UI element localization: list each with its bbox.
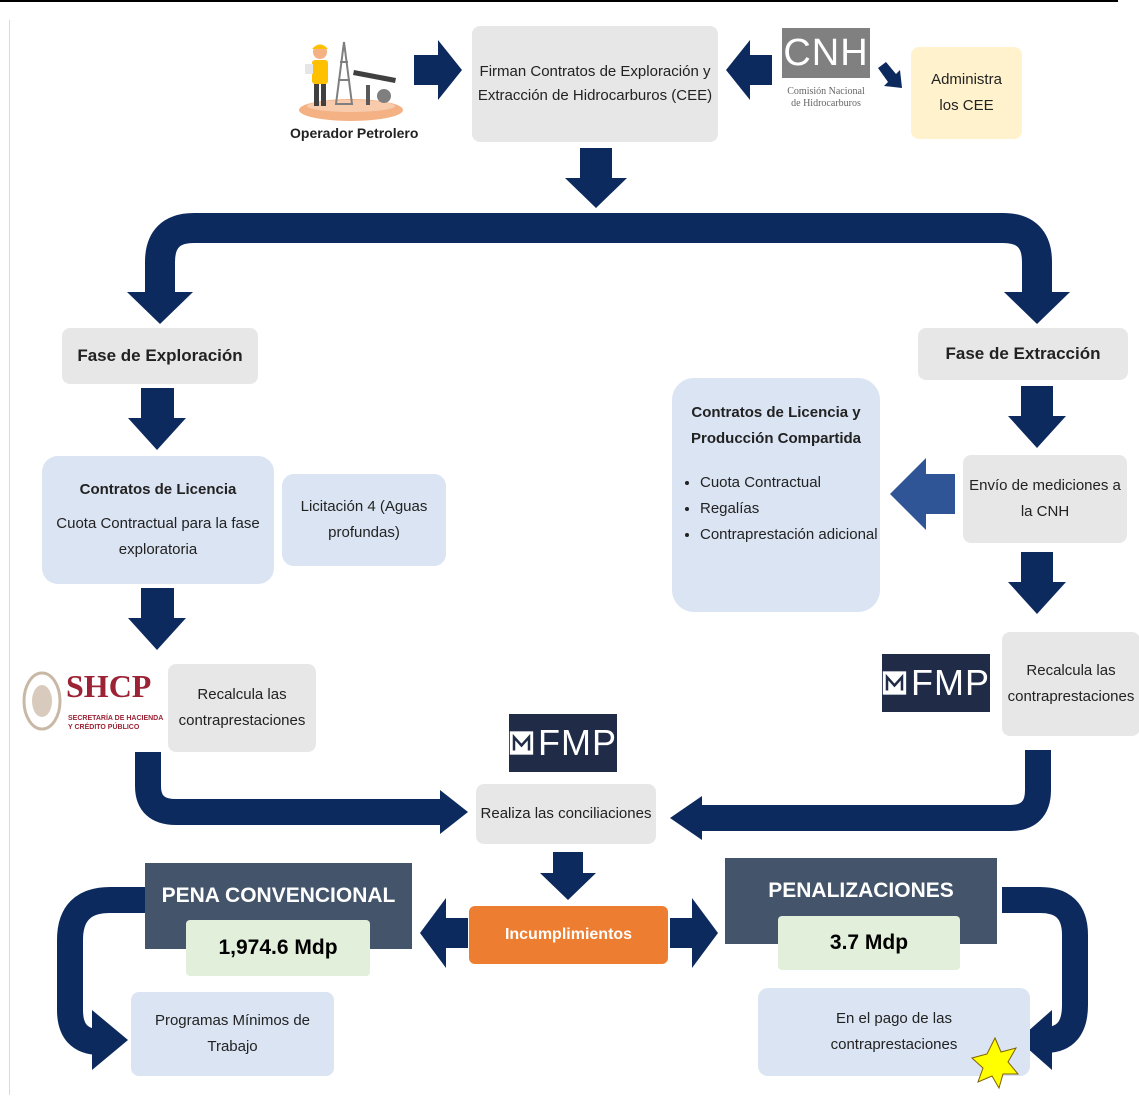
contratos-lpc-box: Contratos de Licencia y Producción Compa…	[672, 378, 880, 612]
fmp-right-text: FMP	[911, 662, 990, 703]
operator-label: Operador Petrolero	[290, 125, 419, 141]
penalizaciones-arrowhead	[1018, 1010, 1052, 1070]
penalizaciones-amount-box: 3.7 Mdp	[778, 916, 960, 970]
fase-exploracion-box: Fase de Exploración	[62, 328, 258, 384]
programas-box: Programas Mínimos de Trabajo	[131, 992, 334, 1076]
right-merge-arrowhead	[670, 796, 702, 840]
recalcula-right-line-2: contraprestaciones	[1007, 688, 1135, 705]
top-rule	[0, 0, 1118, 2]
pena-amount-box: 1,974.6 Mdp	[186, 920, 370, 976]
firman-contratos-box: Firman Contratos de Exploración y Extrac…	[472, 26, 718, 142]
left-merge-arrowhead	[440, 790, 468, 834]
envio-line-2: la CNH	[1020, 503, 1070, 520]
arrow-envio-to-lpc	[890, 458, 955, 530]
licitacion-line-2: profundas)	[328, 524, 400, 541]
arrow-operator-to-firman	[414, 40, 462, 100]
fmp-logo-icon	[882, 671, 907, 695]
arrow-firman-down	[565, 148, 627, 208]
contratos-licencia-line-2: exploratoria	[118, 541, 198, 558]
list-item: Cuota Contractual	[700, 470, 880, 496]
envio-mediciones-box: Envío de mediciones a la CNH	[963, 455, 1127, 543]
contratos-licencia-box: Contratos de Licencia Cuota Contractual …	[42, 456, 274, 584]
left-rule	[9, 20, 10, 1095]
cnh-logo: CNH Comisión Nacional de Hidrocarburos	[782, 28, 870, 124]
split-arrowhead-left	[127, 292, 193, 324]
pago-line-2: contraprestaciones	[830, 1036, 958, 1053]
arrow-cnh-to-firman	[726, 40, 772, 100]
contratos-licencia-line-1: Cuota Contractual para la fase	[56, 515, 260, 532]
penalizaciones-title: PENALIZACIONES	[768, 879, 954, 902]
fase-extraccion-box: Fase de Extracción	[918, 328, 1128, 380]
firman-line-2: Extracción de Hidrocarburos (CEE)	[477, 87, 713, 104]
recalcula-left-line-1: Recalcula las	[197, 686, 287, 703]
conciliaciones-box: Realiza las conciliaciones	[476, 784, 656, 844]
penalizaciones-amount: 3.7 Mdp	[829, 931, 909, 954]
fmp-center-text: FMP	[538, 722, 617, 763]
left-merge-curve	[135, 752, 446, 825]
fase-extraccion-label: Fase de Extracción	[945, 344, 1101, 363]
arrow-extraccion-down	[1008, 386, 1066, 448]
administra-box: Administra los CEE	[911, 47, 1022, 139]
arrow-cnh-to-administra	[878, 62, 902, 88]
pena-title: PENA CONVENCIONAL	[161, 884, 396, 907]
penalizaciones-curve	[1002, 887, 1088, 1053]
envio-line-1: Envío de mediciones a	[969, 477, 1121, 494]
recalcula-right-box: Recalcula las contraprestaciones	[1002, 632, 1139, 736]
incumplimientos-label: Incumplimientos	[504, 926, 633, 943]
licitacion-line-1: Licitación 4 (Aguas	[300, 498, 428, 515]
recalcula-left-box: Recalcula las contraprestaciones	[168, 664, 316, 752]
programas-line-2: Trabajo	[207, 1038, 258, 1055]
licitacion-box: Licitación 4 (Aguas profundas)	[282, 474, 446, 566]
recalcula-right-line-1: Recalcula las	[1026, 662, 1116, 679]
shcp-sub-2: Y CRÉDITO PÚBLICO	[68, 724, 140, 731]
firman-line-1: Firman Contratos de Exploración y	[479, 63, 711, 80]
list-item: Regalías	[700, 496, 880, 522]
arrow-exploracion-down	[128, 388, 186, 450]
programas-line-1: Programas Mínimos de	[154, 1012, 311, 1029]
pago-line-1: En el pago de las	[836, 1010, 952, 1027]
fmp-logo-center: FMP	[509, 714, 617, 772]
contratos-lpc-title-1: Contratos de Licencia y	[691, 404, 861, 421]
shcp-logo: SHCP SECRETARÍA DE HACIENDA Y CRÉDITO PÚ…	[22, 664, 170, 744]
contratos-licencia-title: Contratos de Licencia	[79, 481, 237, 498]
conciliaciones-label: Realiza las conciliaciones	[480, 805, 652, 822]
pena-arrowhead	[92, 1010, 128, 1070]
fase-exploracion-label: Fase de Exploración	[77, 346, 243, 365]
cnh-sub-1: Comisión Nacional	[787, 86, 865, 97]
arrow-envio-down	[1008, 552, 1066, 614]
contratos-lpc-list: Cuota Contractual Regalías Contraprestac…	[672, 470, 880, 548]
arrow-incumplimientos-right	[670, 898, 718, 968]
right-merge-curve	[696, 750, 1051, 831]
cnh-logo-text: CNH	[782, 28, 870, 78]
recalcula-left-line-2: contraprestaciones	[178, 712, 306, 729]
administra-line-2: los CEE	[939, 97, 994, 114]
pena-curve	[57, 887, 145, 1055]
contratos-lpc-title-2: Producción Compartida	[690, 430, 862, 447]
arrow-licencia-down	[128, 588, 186, 650]
split-curve	[145, 213, 1052, 298]
arrow-conciliaciones-down	[540, 852, 596, 900]
star-icon	[970, 1036, 1020, 1090]
cnh-sub-2: de Hidrocarburos	[791, 98, 861, 109]
shcp-sub-1: SECRETARÍA DE HACIENDA	[68, 715, 164, 722]
list-item: Contraprestación adicional	[700, 522, 880, 548]
oil-worker-pumpjack-icon	[299, 41, 403, 121]
incumplimientos-box: Incumplimientos	[469, 906, 668, 964]
split-arrowhead-right	[1004, 292, 1070, 324]
fmp-logo-icon	[509, 731, 534, 755]
pena-amount: 1,974.6 Mdp	[218, 936, 338, 959]
shcp-logo-text: SHCP	[66, 668, 152, 704]
mexico-coat-of-arms-icon	[22, 671, 62, 731]
arrow-incumplimientos-left	[420, 898, 468, 968]
fmp-logo-right: FMP	[882, 654, 990, 712]
administra-line-1: Administra	[931, 71, 1002, 88]
